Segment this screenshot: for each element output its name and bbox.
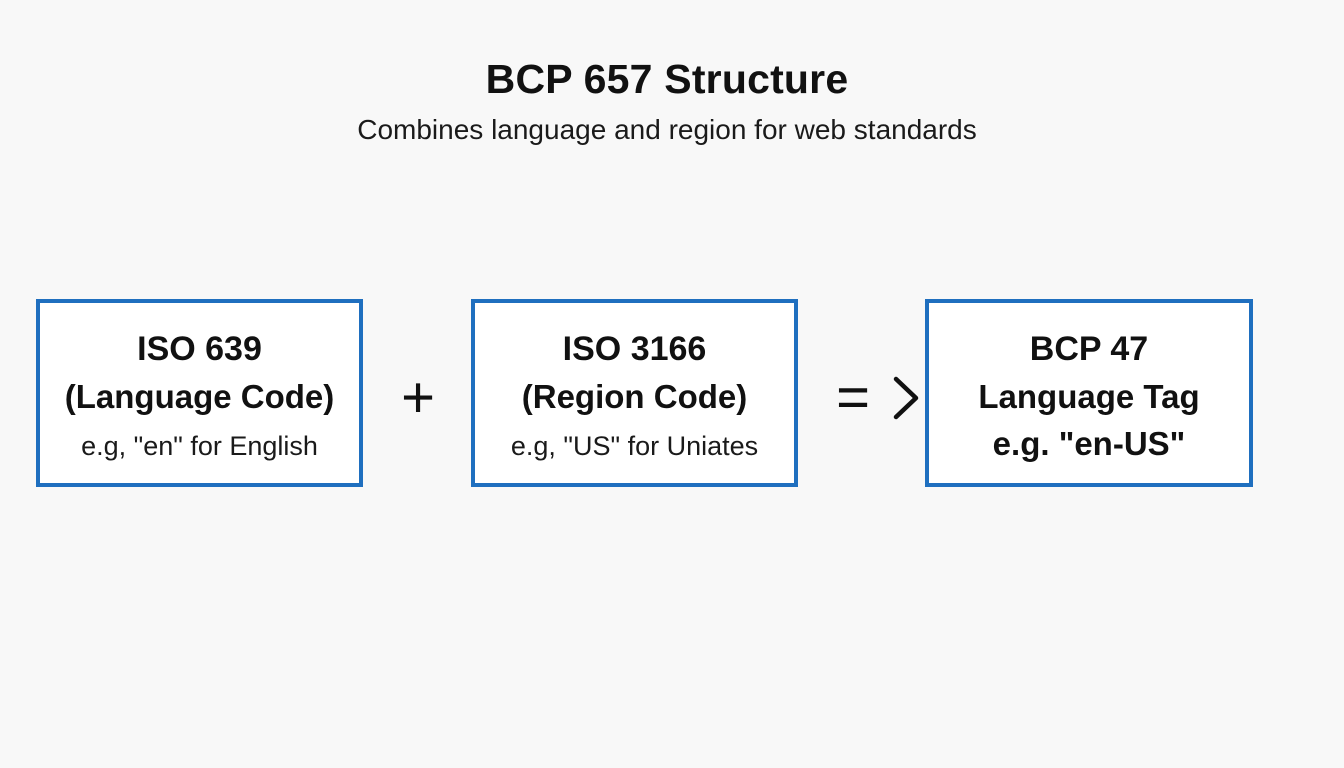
bcp47-subtitle: Language Tag (978, 378, 1200, 415)
page-subtitle: Combines language and region for web sta… (357, 114, 977, 145)
iso3166-title: ISO 3166 (562, 330, 707, 368)
bcp47-example: e.g. "en-US" (992, 425, 1186, 462)
iso3166-example: e.g, "US" for Uniates (510, 431, 759, 461)
chevron-right-icon (893, 376, 919, 420)
bcp47-title: BCP 47 (1029, 330, 1149, 368)
plus-operator: + (401, 365, 435, 430)
iso639-title: ISO 639 (137, 330, 262, 368)
page-title: BCP 657 Structure (485, 56, 849, 102)
equals-operator: = (836, 365, 870, 430)
iso639-subtitle: (Language Code) (64, 378, 335, 415)
iso3166-subtitle: (Region Code) (521, 378, 748, 415)
iso639-example: e.g, "en" for English (81, 431, 318, 461)
iso3166-box: ISO 3166 (Region Code) e.g, "US" for Uni… (471, 299, 798, 487)
iso639-box: ISO 639 (Language Code) e.g, "en" for En… (36, 299, 363, 487)
bcp47-box: BCP 47 Language Tag e.g. "en-US" (925, 299, 1253, 487)
